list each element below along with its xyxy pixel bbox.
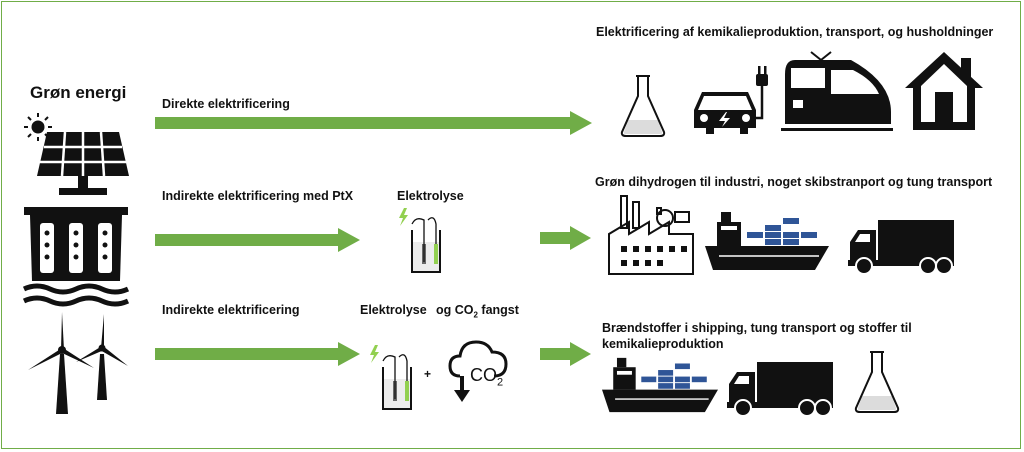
electrolysis-beaker-icon bbox=[370, 345, 412, 410]
solar-panel-icon bbox=[37, 131, 129, 195]
cargo-ship-icon bbox=[705, 212, 829, 270]
cargo-ship-icon bbox=[602, 357, 718, 413]
end-label-fuels-line1: Brændstoffer i shipping, tung transport … bbox=[602, 321, 912, 335]
flask-icon bbox=[620, 75, 666, 137]
source-title: Grøn energi bbox=[30, 83, 127, 102]
path-label-direct: Direkte elektrificering bbox=[162, 97, 290, 111]
end-label-hydrogen: Grøn dihydrogen til industri, noget skib… bbox=[595, 175, 993, 189]
process-label-electrolysis: Elektrolyse bbox=[397, 189, 464, 203]
truck-icon bbox=[727, 362, 833, 417]
co2-cloud-icon bbox=[448, 340, 508, 402]
wind-turbine-icon bbox=[28, 312, 128, 414]
arrow-ptx-to-electrolysis bbox=[155, 228, 360, 252]
electrolysis-beaker-icon bbox=[399, 208, 441, 273]
truck-icon bbox=[848, 220, 954, 275]
path-label-ptx: Indirekte elektrificering med PtX bbox=[162, 189, 354, 203]
factory-icon bbox=[608, 195, 694, 275]
end-label-direct: Elektrificering af kemikalieproduktion, … bbox=[596, 25, 994, 39]
hydro-dam-icon bbox=[22, 207, 130, 307]
house-icon bbox=[905, 52, 983, 130]
path-label-indirect: Indirekte elektrificering bbox=[162, 303, 300, 317]
arrow-direct bbox=[155, 111, 592, 135]
train-icon bbox=[781, 51, 893, 131]
electric-car-icon bbox=[694, 66, 768, 134]
co2-icon-label: CO2 bbox=[470, 365, 504, 389]
plus-sign: + bbox=[424, 367, 432, 381]
process-label-electrolysis-2: Elektrolyse bbox=[360, 303, 427, 317]
end-label-fuels-line2: kemikalieproduktion bbox=[602, 337, 724, 351]
arrow-electrolysis-to-hydrogen bbox=[540, 226, 591, 250]
arrow-indirect-to-electrolysis bbox=[155, 342, 360, 366]
flask-icon bbox=[854, 351, 900, 413]
arrow-to-fuels bbox=[540, 342, 591, 366]
process-label-co2-capture: og CO2 fangst bbox=[436, 303, 519, 320]
